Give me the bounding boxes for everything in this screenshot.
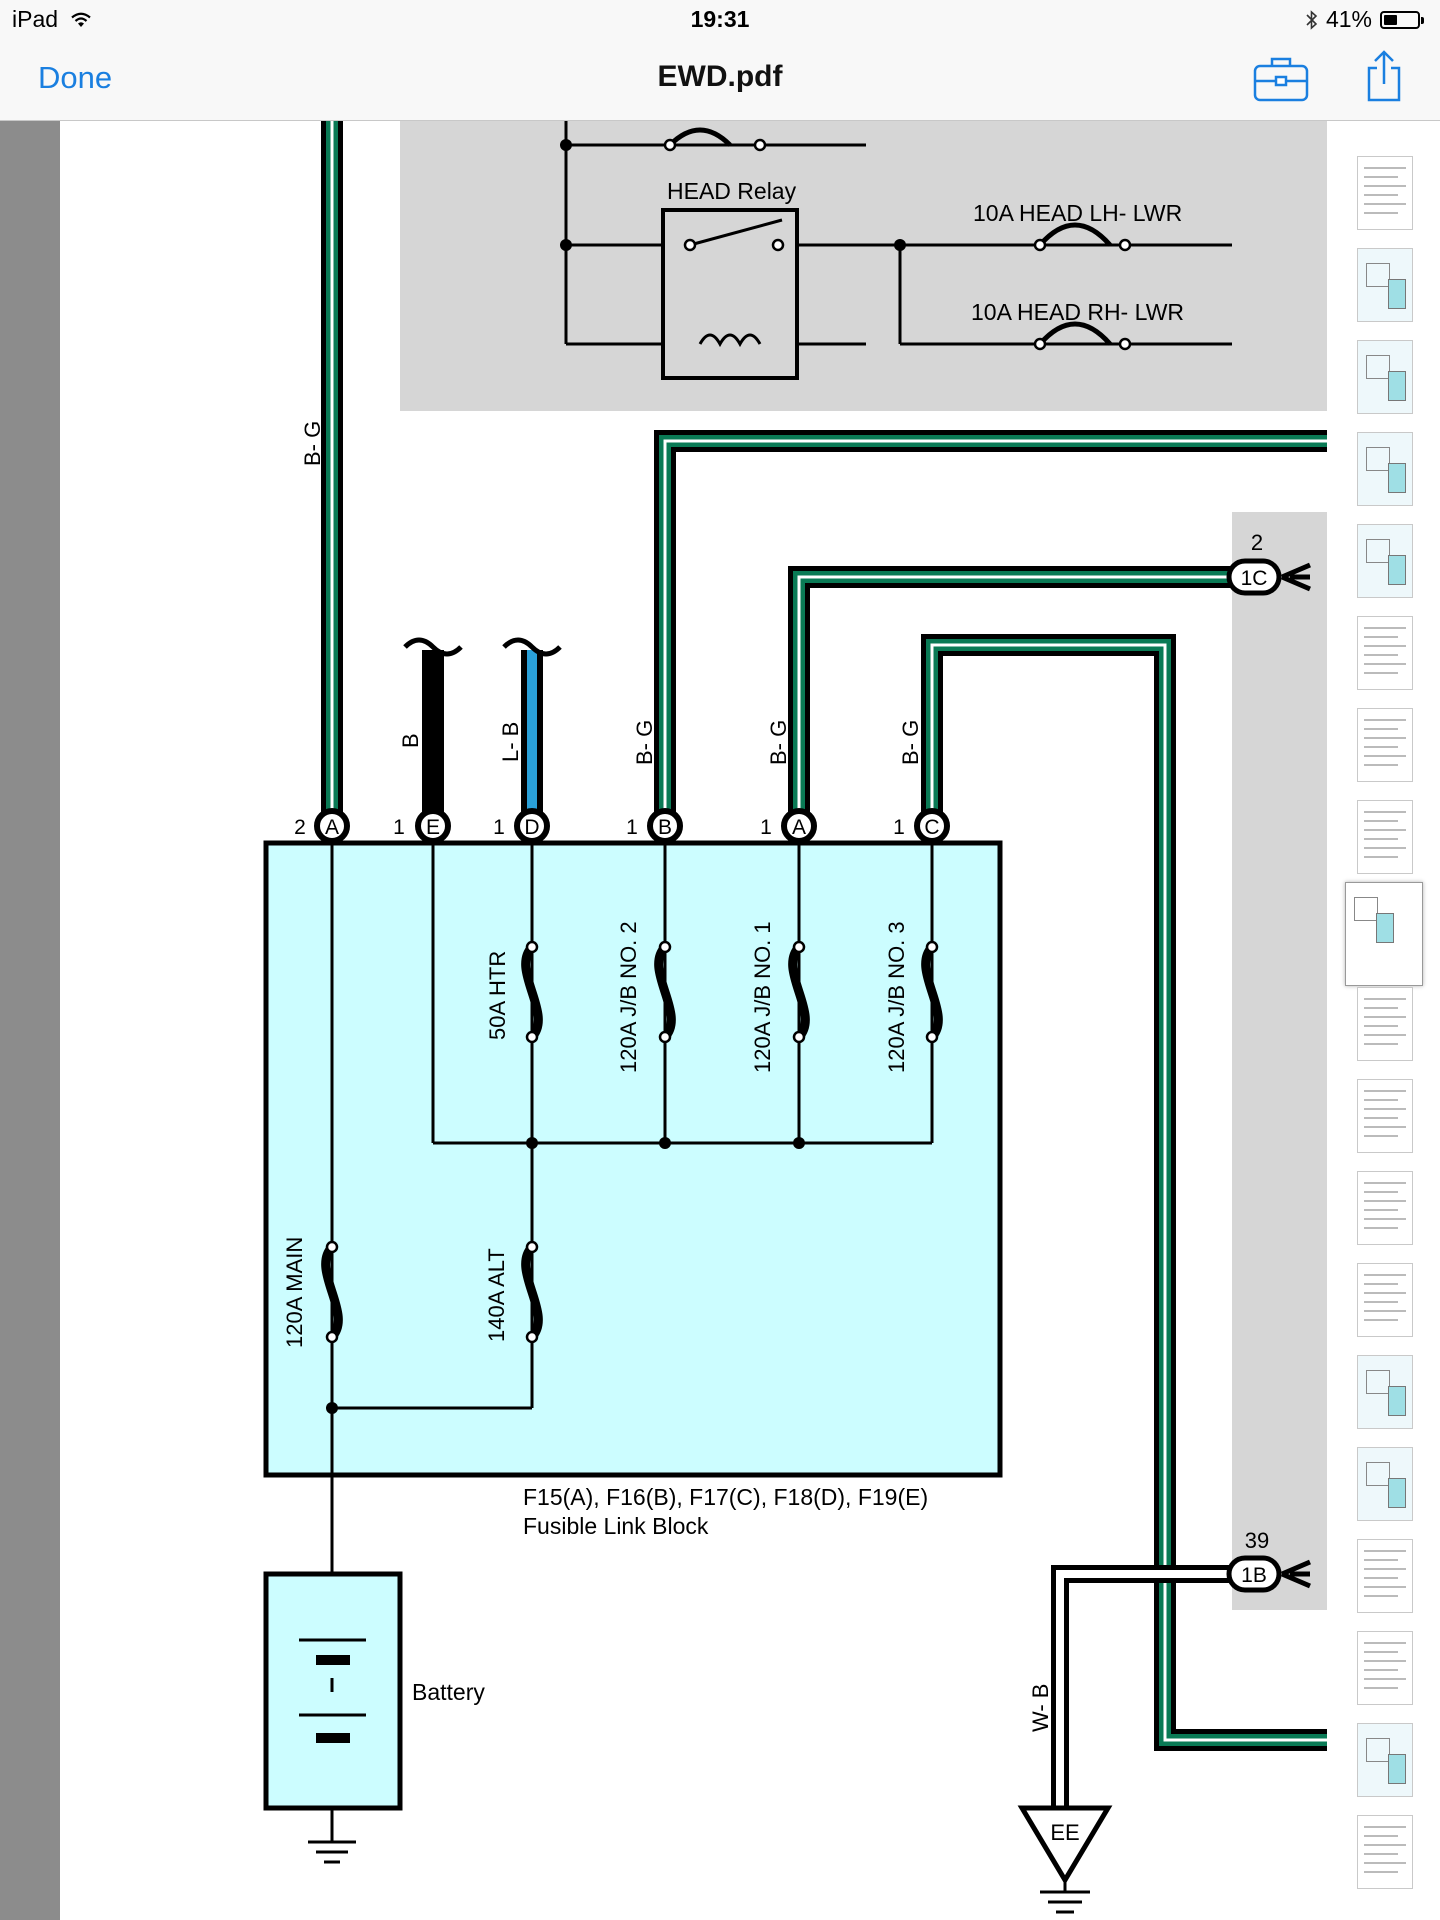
- head-relay-label: HEAD Relay: [667, 178, 797, 204]
- page-thumbnail-current[interactable]: [1345, 882, 1423, 986]
- page-thumbnail[interactable]: [1357, 432, 1413, 506]
- device-name: iPad: [12, 6, 92, 33]
- svg-text:39: 39: [1245, 1528, 1269, 1553]
- wire-label-bg-b: B- G: [632, 720, 657, 765]
- page-thumbnail[interactable]: [1357, 616, 1413, 690]
- ground-ee: EE: [1017, 1805, 1113, 1914]
- fuse-label-jb1: 120A J/B NO. 1: [750, 921, 775, 1073]
- wire-label-bg-a: B- G: [766, 720, 791, 765]
- pin-1-b: 1: [626, 816, 638, 839]
- wire-b: [403, 637, 463, 826]
- wire-label-bg-c: B- G: [898, 720, 923, 765]
- page-thumbnail[interactable]: [1357, 1355, 1413, 1429]
- wire-label-b: B: [398, 733, 423, 748]
- page-thumbnail[interactable]: [1357, 524, 1413, 598]
- thumbnail-sidebar[interactable]: [1327, 121, 1440, 1920]
- pin-2: 2: [294, 816, 306, 839]
- page-gutter: [0, 121, 60, 1920]
- pin-1-c: 1: [893, 816, 905, 839]
- page-thumbnail[interactable]: [1357, 800, 1413, 874]
- fuse-label-jb2: 120A J/B NO. 2: [616, 921, 641, 1073]
- battery-icon: [1380, 10, 1424, 29]
- conn-b: B: [658, 816, 672, 839]
- nav-bar: Done EWD.pdf: [0, 40, 1440, 121]
- wifi-icon: [71, 12, 92, 27]
- battery-label: Battery: [412, 1679, 485, 1705]
- battery-fill: [1384, 14, 1397, 25]
- pdf-page[interactable]: HEAD Relay 10A HEAD LH- LWR 10A HEAD RH-…: [60, 121, 1327, 1920]
- pin-1-e: 1: [393, 816, 405, 839]
- battery-percent: 41%: [1325, 6, 1372, 32]
- conn-c: C: [924, 816, 939, 839]
- wire-lb: [502, 637, 562, 826]
- wire-label-lb: L- B: [498, 722, 523, 762]
- page-thumbnail[interactable]: [1357, 156, 1413, 230]
- page-thumbnail[interactable]: [1357, 1263, 1413, 1337]
- wire-wb: [1051, 1565, 1240, 1810]
- wire-label-wb: W- B: [1028, 1684, 1053, 1732]
- wire-bg-c: [921, 634, 1327, 1751]
- page-thumbnail[interactable]: [1357, 1171, 1413, 1245]
- relay-shaded-area: [400, 121, 1327, 411]
- page-thumbnail[interactable]: [1357, 1539, 1413, 1613]
- wire-label-bg-main: B- G: [300, 421, 325, 466]
- document-title: EWD.pdf: [657, 60, 783, 93]
- page-thumbnail[interactable]: [1357, 1815, 1413, 1889]
- page-thumbnail[interactable]: [1357, 1079, 1413, 1153]
- done-button[interactable]: Done: [38, 60, 113, 95]
- page-thumbnail[interactable]: [1357, 248, 1413, 322]
- toolbox-icon[interactable]: [1252, 54, 1310, 104]
- connector-shaded-area: [1232, 512, 1327, 1610]
- svg-text:EE: EE: [1050, 1820, 1079, 1845]
- fusible-link-block: [263, 840, 1003, 1478]
- device-label: iPad: [12, 6, 59, 32]
- status-right: 41%: [1306, 6, 1424, 33]
- wire-bg-a: [788, 566, 1240, 826]
- wire-bg-b: [654, 430, 1327, 826]
- page-thumbnail[interactable]: [1357, 1447, 1413, 1521]
- page-thumbnail[interactable]: [1357, 1631, 1413, 1705]
- svg-text:2: 2: [1251, 530, 1263, 555]
- bluetooth-icon: [1306, 9, 1318, 30]
- pin-1-a: 1: [760, 816, 772, 839]
- conn-a: A: [792, 816, 806, 839]
- pin-1-d: 1: [493, 816, 505, 839]
- status-bar: iPad 19:31 41%: [0, 0, 1440, 40]
- fuse-label-alt: 140A ALT: [484, 1248, 509, 1342]
- block-codes: F15(A), F16(B), F17(C), F18(D), F19(E): [523, 1484, 928, 1510]
- conn-d: D: [524, 816, 539, 839]
- conn-e: E: [426, 816, 440, 839]
- page-thumbnail[interactable]: [1357, 708, 1413, 782]
- fuse-lh-label: 10A HEAD LH- LWR: [973, 200, 1182, 226]
- fuse-label-jb3: 120A J/B NO. 3: [884, 921, 909, 1073]
- page-thumbnail[interactable]: [1357, 340, 1413, 414]
- share-icon[interactable]: [1364, 48, 1404, 104]
- fuse-label-main: 120A MAIN: [282, 1237, 307, 1348]
- svg-text:1C: 1C: [1241, 567, 1268, 590]
- connector-1b: 1B 39: [1226, 1528, 1311, 1593]
- block-name: Fusible Link Block: [523, 1513, 709, 1539]
- fuse-label-50a: 50A HTR: [485, 951, 510, 1040]
- page-thumbnail[interactable]: [1357, 987, 1413, 1061]
- fuse-rh-label: 10A HEAD RH- LWR: [971, 299, 1184, 325]
- wiring-diagram: HEAD Relay 10A HEAD LH- LWR 10A HEAD RH-…: [263, 121, 1327, 1914]
- connector-1c: 1C 2: [1226, 530, 1311, 596]
- svg-text:1B: 1B: [1241, 1564, 1267, 1587]
- page-thumbnail[interactable]: [1357, 1723, 1413, 1797]
- conn-a-main: A: [325, 816, 339, 839]
- clock: 19:31: [690, 6, 750, 32]
